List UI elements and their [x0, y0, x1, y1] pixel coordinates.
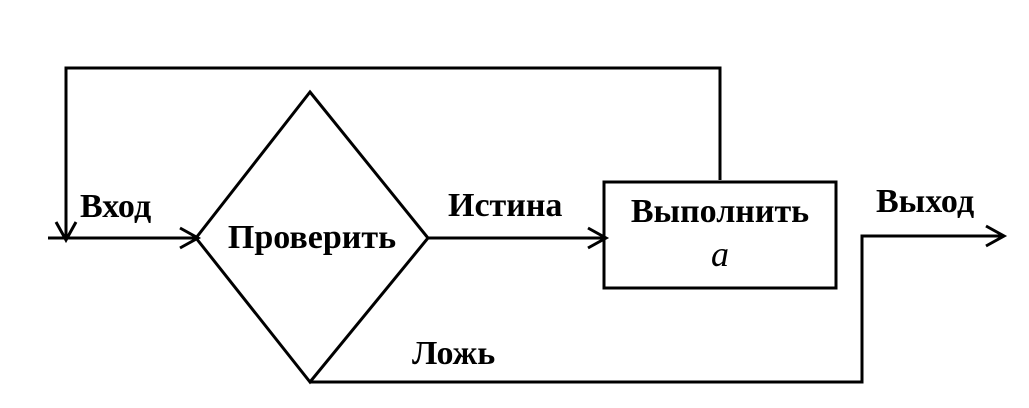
true-label: Истина [448, 187, 562, 224]
action-label-line2: a [711, 234, 729, 274]
output-label: Выход [876, 183, 974, 220]
output-arrowhead [985, 224, 1008, 248]
false-label: Ложь [412, 335, 495, 372]
input-label: Вход [80, 188, 151, 225]
false-branch-line [310, 234, 1002, 384]
action-label-line1: Выполнить [631, 193, 809, 230]
true-branch-arrowhead [587, 226, 610, 250]
feedback-loop-line [64, 66, 722, 238]
feedback-loop-arrowhead [54, 221, 78, 244]
check-label: Проверить [228, 219, 396, 256]
action-box [602, 180, 838, 290]
input-arrowhead [179, 226, 202, 250]
